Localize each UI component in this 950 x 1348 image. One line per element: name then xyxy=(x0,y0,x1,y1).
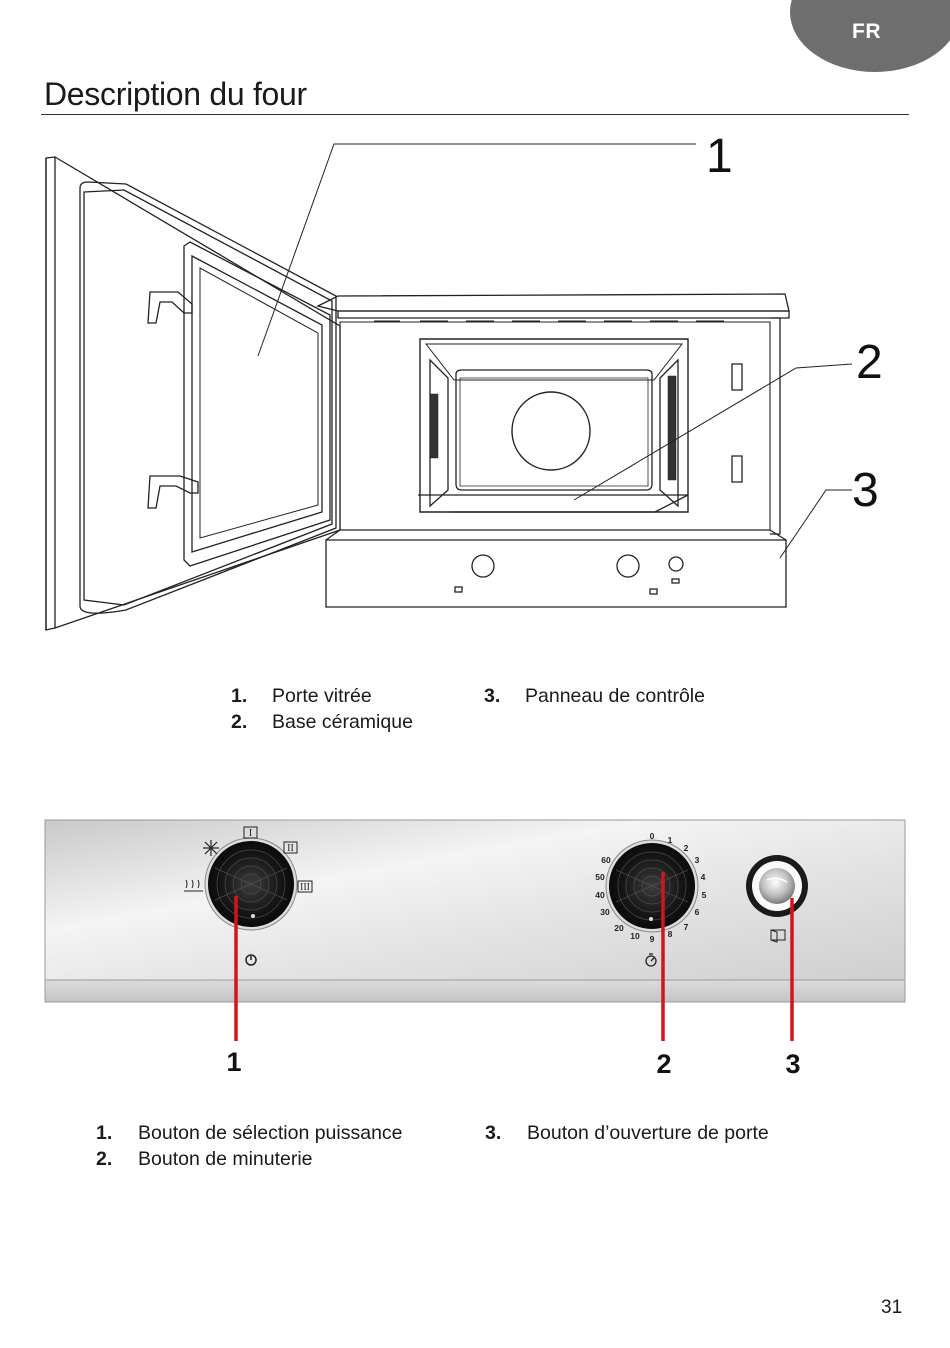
legend-item: 2. Bouton de minuterie xyxy=(96,1146,403,1172)
power-knob[interactable] xyxy=(205,838,297,930)
timer-tick-8: 8 xyxy=(668,929,673,939)
timer-tick-50: 50 xyxy=(595,872,605,882)
timer-tick-60: 60 xyxy=(601,855,611,865)
timer-knob[interactable] xyxy=(606,840,698,932)
panel-strip xyxy=(45,980,905,1002)
control-panel-illustration: I II III 0 1 2 3 4 5 6 7 8 9 10 20 30 40… xyxy=(0,0,950,1100)
timer-tick-3: 3 xyxy=(695,855,700,865)
defrost-icon xyxy=(203,840,219,856)
panel-callout-2: 2 xyxy=(656,1049,671,1079)
timer-tick-9: 9 xyxy=(650,934,655,944)
power-mark-1: I xyxy=(249,828,252,839)
timer-tick-0: 0 xyxy=(650,831,655,841)
power-mark-3: III xyxy=(300,882,310,893)
timer-tick-7: 7 xyxy=(684,922,689,932)
legend-item: 3. Bouton d’ouverture de porte xyxy=(485,1120,769,1146)
panel-callout-1: 1 xyxy=(226,1047,241,1077)
timer-tick-2: 2 xyxy=(684,843,689,853)
timer-tick-4: 4 xyxy=(701,872,706,882)
timer-tick-6: 6 xyxy=(695,907,700,917)
panel-legend-left: 1. Bouton de sélection puissance 2. Bout… xyxy=(96,1120,403,1172)
page-number: 31 xyxy=(881,1297,902,1319)
panel-legend-right: 3. Bouton d’ouverture de porte xyxy=(485,1120,769,1146)
timer-tick-5: 5 xyxy=(702,890,707,900)
timer-tick-10: 10 xyxy=(630,931,640,941)
panel-callout-3: 3 xyxy=(785,1049,800,1079)
power-mark-2: II xyxy=(287,843,294,854)
door-open-button[interactable] xyxy=(746,855,808,917)
timer-tick-30: 30 xyxy=(600,907,610,917)
timer-tick-20: 20 xyxy=(614,923,624,933)
timer-tick-40: 40 xyxy=(595,890,605,900)
legend-item: 1. Bouton de sélection puissance xyxy=(96,1120,403,1146)
timer-tick-1: 1 xyxy=(668,835,673,845)
